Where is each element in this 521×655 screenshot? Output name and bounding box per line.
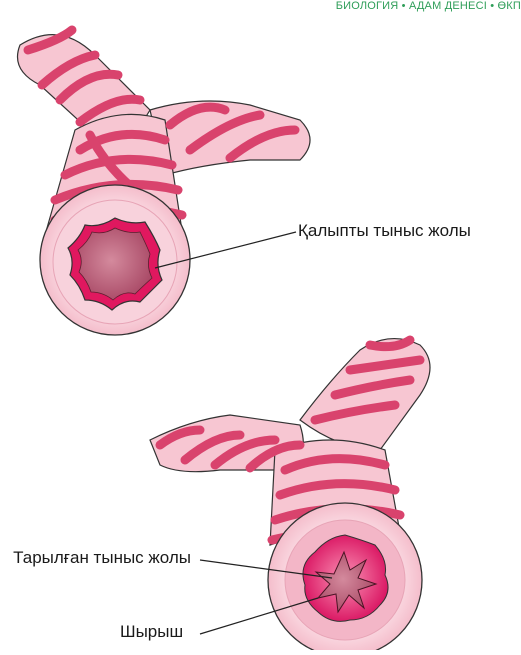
page-header: БИОЛОГИЯ • АДАМ ДЕНЕСІ • ӨКП [336,0,521,12]
mucus-label: Шырыш [120,622,183,642]
normal-airway-label: Қалыпты тыныс жолы [298,221,471,241]
narrowed-airway-group [150,339,430,650]
narrowed-airway-label: Тарылған тыныс жолы [13,548,191,568]
normal-airway-group [18,30,311,335]
narrowed-airway-right-branch [300,339,430,450]
